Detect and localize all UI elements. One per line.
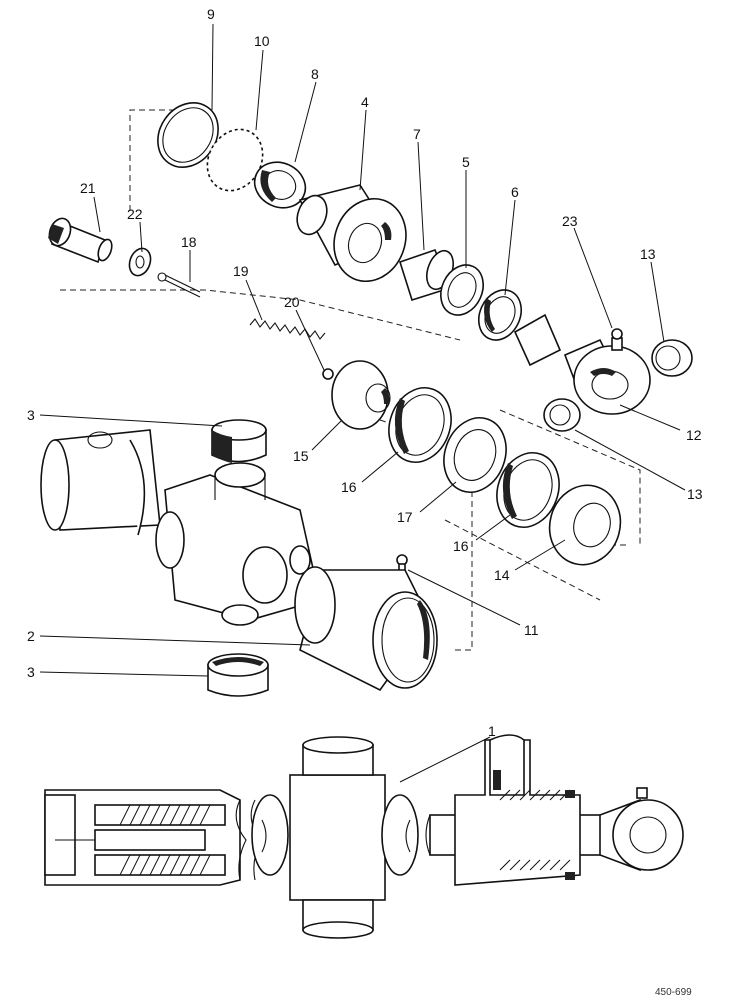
rod-eye-part-12 [563, 338, 651, 415]
drawing-reference: 450-699 [655, 987, 692, 998]
callout-9: 9 [207, 6, 215, 22]
callout-17: 17 [397, 509, 413, 525]
callout-12: 12 [686, 427, 702, 443]
leader-lines [39, 23, 686, 783]
callout-1: 1 [488, 723, 496, 739]
piston-part-15 [331, 360, 391, 430]
callout-13-upper: 13 [640, 246, 656, 262]
callout-10: 10 [254, 33, 270, 49]
split-pin-part-18 [157, 272, 201, 298]
trunnion-bush-lower-part-3 [207, 653, 269, 697]
ring-part-17 [443, 417, 507, 493]
callout-16-upper: 16 [341, 479, 357, 495]
piston-seal-upper-part-16 [388, 387, 452, 463]
seal-ring-part-5 [440, 264, 484, 316]
callout-16-lower: 16 [453, 538, 469, 554]
grease-nipple-part-23 [611, 328, 623, 351]
gland-part-4 [296, 184, 407, 283]
end-cap-part-14 [548, 484, 622, 566]
callout-4: 4 [361, 94, 369, 110]
callout-19: 19 [233, 263, 249, 279]
pin-bolt-part-21 [48, 217, 113, 264]
spring-part-19 [249, 318, 326, 340]
bush-upper-part-13 [651, 339, 693, 377]
hatching-left [119, 804, 211, 876]
callout-23: 23 [562, 213, 578, 229]
callout-13-lower: 13 [687, 486, 703, 502]
piston-seal-part-6 [478, 289, 522, 341]
trunnion-bush-upper-part-3 [211, 419, 267, 463]
callout-14: 14 [494, 567, 510, 583]
callout-3-upper: 3 [27, 407, 35, 423]
cylinder-barrel-part-2 [40, 429, 438, 692]
callout-11: 11 [524, 622, 539, 638]
wiper-seal-part-8 [253, 161, 307, 209]
assembled-cylinder-part-1 [44, 734, 684, 939]
bush-lower-part-13 [543, 398, 581, 432]
callout-21: 21 [80, 180, 96, 196]
callout-6: 6 [511, 184, 519, 200]
callout-2: 2 [27, 628, 35, 644]
callout-20: 20 [284, 294, 300, 310]
callout-18: 18 [181, 234, 197, 250]
piston-rod-segment [513, 313, 562, 367]
piston-seal-lower-part-16 [496, 452, 560, 528]
callout-8: 8 [311, 66, 319, 82]
callout-7: 7 [413, 126, 421, 142]
bushing-part-7 [399, 248, 454, 302]
callout-3-lower: 3 [27, 664, 35, 680]
washer-part-22 [128, 247, 152, 277]
ball-part-20 [322, 368, 334, 380]
callout-5: 5 [462, 154, 470, 170]
callout-labels: 9 10 8 4 7 5 6 23 13 21 22 18 19 20 3 12… [27, 6, 703, 739]
callout-15: 15 [293, 448, 309, 464]
callout-22: 22 [127, 206, 143, 222]
